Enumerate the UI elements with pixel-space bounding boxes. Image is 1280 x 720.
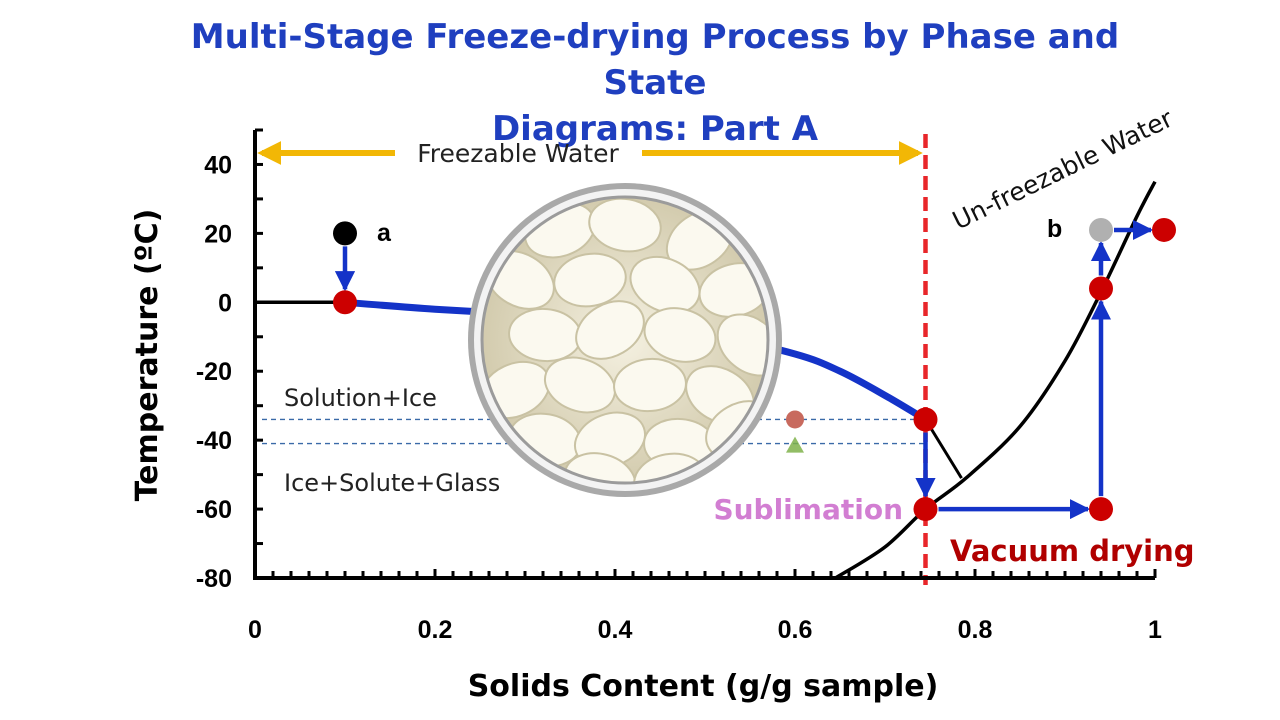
data-point-b-gray — [1089, 217, 1113, 242]
x-tick-label: 0.4 — [598, 616, 633, 644]
sublimation-label: Sublimation — [713, 493, 903, 526]
photo-slice — [629, 255, 701, 315]
data-point-ref-circle — [786, 410, 804, 429]
x-axis-title: Solids Content (g/g sample) — [468, 669, 939, 704]
y-tick-label: 0 — [218, 289, 232, 317]
photo-edge — [480, 195, 770, 485]
data-point-glass-cross — [1089, 276, 1113, 301]
data-point-freeze-end — [913, 407, 938, 432]
y-tick-label: -60 — [196, 496, 232, 524]
chart-title: Multi-Stage Freeze-drying Process by Pha… — [140, 14, 1170, 152]
unfreezable-water-label: Un-freezable Water — [948, 103, 1178, 235]
photo-slice — [575, 300, 645, 360]
y-tick-label: -40 — [196, 427, 232, 455]
y-tick-label: -80 — [196, 565, 232, 593]
x-tick-label: 0.8 — [958, 616, 993, 644]
chart-title-line2: Diagrams: Part A — [491, 109, 819, 149]
data-point-vacuum-end — [1089, 497, 1113, 522]
solution-ice-label: Solution+Ice — [284, 384, 437, 412]
photo-slice — [643, 307, 717, 363]
y-tick-label: 40 — [204, 151, 232, 179]
point-a-label: a — [377, 219, 392, 247]
data-point-final — [1152, 217, 1176, 242]
x-tick-label: 1 — [1148, 616, 1162, 644]
x-tick-label: 0.6 — [778, 616, 813, 644]
x-tick-label: 0.2 — [418, 616, 453, 644]
chart-title-line1: Multi-Stage Freeze-drying Process by Pha… — [190, 17, 1120, 103]
photo-slice — [588, 197, 662, 253]
glass-transition-curve — [834, 180, 1157, 580]
freeze-dried-photo — [468, 183, 782, 497]
y-axis-title: Temperature (ºC) — [130, 209, 165, 502]
ice-solute-glass-label: Ice+Solute+Glass — [284, 469, 500, 497]
reference-triangle-marker — [786, 436, 804, 453]
y-tick-label: 20 — [204, 220, 232, 248]
freezable-water-label: Freezable Water — [417, 139, 619, 168]
photo-slice — [553, 252, 627, 308]
data-point-a-frozen — [333, 290, 357, 315]
data-point-a-start — [333, 221, 357, 246]
photo-slice — [544, 356, 616, 414]
point-b-label: b — [1047, 215, 1062, 243]
x-tick-label: 0 — [248, 616, 262, 644]
data-point-sublimation — [913, 497, 938, 522]
y-tick-label: -20 — [196, 358, 232, 386]
vacuum-drying-label: Vacuum drying — [950, 534, 1195, 568]
